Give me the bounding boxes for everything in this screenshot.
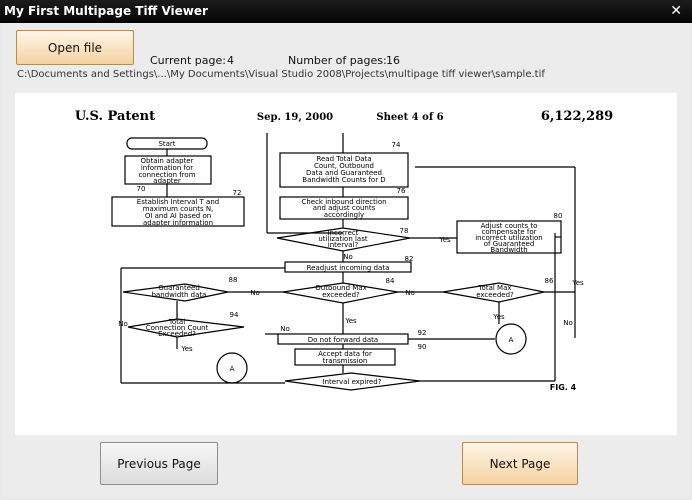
read-line-2: Count, Outbound	[314, 162, 374, 170]
adjust-line-3: incorrect utilization	[475, 234, 543, 242]
number-of-pages-label: Number of pages:	[288, 54, 387, 67]
ref-84: 84	[386, 277, 395, 285]
accept-line-2: transmission	[323, 357, 368, 365]
ref-72: 72	[233, 189, 242, 197]
total-line-1: Total Max	[477, 284, 511, 292]
check-line-3: accordingly	[324, 211, 364, 219]
connector-a-right-label: A	[509, 336, 514, 344]
ref-70: 70	[137, 185, 146, 193]
no-label-outbound: No	[405, 289, 415, 297]
ref-82: 82	[405, 255, 414, 263]
ref-76: 76	[397, 187, 406, 195]
read-node	[279, 152, 409, 188]
tiff-image-viewer[interactable]: U.S. Patent Sep. 19, 2000 Sheet 4 of 6 6…	[15, 93, 677, 435]
no-label-connection: No	[118, 320, 128, 328]
read-line-4: Bandwidth Counts for D	[302, 176, 385, 184]
ref-88: 88	[229, 276, 238, 284]
read-line-1: Read Total Data	[316, 155, 371, 163]
outbound-line-2: exceeded?	[322, 291, 360, 299]
current-page-label: Current page:	[150, 54, 226, 67]
ref-78: 78	[400, 227, 409, 235]
obtain-node	[124, 155, 212, 185]
connector-a-left-label: A	[230, 365, 235, 373]
total-connection-line-2: Connection Count	[146, 324, 209, 332]
check-line-1: Check inbound direction	[301, 198, 386, 206]
do-not-forward-text: Do not forward data	[308, 336, 378, 344]
obtain-line-1: Obtain adapter	[141, 157, 194, 165]
readjust-node	[284, 261, 412, 273]
incorrect-line-1: Incorrect	[327, 229, 358, 237]
establish-line-4: adapter information	[143, 219, 213, 227]
incorrect-line-2: utilization last	[318, 235, 367, 243]
outbound-line-1: Outbound Max	[315, 284, 366, 292]
check-node	[279, 196, 409, 220]
ref-90: 90	[418, 343, 427, 351]
interval-decision	[284, 372, 421, 391]
patent-header-left: U.S. Patent	[75, 109, 155, 124]
total-line-2: exceeded?	[476, 291, 514, 299]
close-icon[interactable]: ✕	[670, 3, 682, 19]
establish-line-1: Establish Interval T and	[137, 198, 219, 206]
adjust-line-2: compensate for	[482, 228, 537, 236]
no-label-guaranteed: No	[250, 289, 260, 297]
yes-label-right: Yes	[571, 279, 584, 287]
readjust-text: Readjust incoming data	[307, 264, 390, 272]
title-bar[interactable]: My First Multipage Tiff Viewer ✕	[0, 0, 692, 23]
establish-line-3: OI and AI based on	[145, 212, 211, 220]
yes-label-total: Yes	[492, 313, 505, 321]
interval-text: Interval expired?	[323, 378, 382, 386]
establish-line-2: maximum counts N,	[143, 205, 214, 213]
check-line-2: and adjust counts	[313, 204, 376, 212]
guaranteed-line-1: Guaranteed	[158, 284, 200, 292]
yes-label-connection: Yes	[180, 345, 193, 353]
obtain-line-2: information for	[141, 164, 193, 172]
ref-86: 86	[545, 277, 554, 285]
next-page-button[interactable]: Next Page	[462, 442, 578, 485]
patent-header-date: Sep. 19, 2000	[257, 112, 333, 123]
open-file-button[interactable]: Open file	[16, 30, 134, 65]
guaranteed-line-2: bandwidth data	[152, 291, 207, 299]
yes-label-incorrect: Yes	[438, 236, 451, 244]
incorrect-line-3: interval?	[328, 241, 359, 249]
window-client-area: Open file Current page: 4 Number of page…	[3, 23, 689, 497]
ref-80: 80	[554, 212, 563, 220]
accept-node	[294, 348, 396, 366]
current-page-value: 4	[227, 54, 234, 67]
guaranteed-decision	[122, 283, 229, 302]
patent-header-number: 6,122,289	[541, 109, 613, 124]
accept-line-1: Accept data for	[318, 350, 372, 358]
no-label-do-not: No	[280, 325, 290, 333]
establish-node	[111, 196, 245, 227]
adjust-line-4: of Guaranteed	[484, 240, 535, 248]
obtain-line-4: adapter	[153, 177, 181, 185]
adjust-line-5: Bandwidth	[490, 246, 527, 254]
total-connection-line-1: Total	[168, 318, 185, 326]
total-connection-line-3: Exceeded?	[158, 330, 196, 338]
patent-header-sheet: Sheet 4 of 6	[376, 112, 443, 123]
figure-label: FIG. 4	[550, 383, 577, 392]
no-label-right: No	[563, 319, 573, 327]
connector-a-right	[495, 323, 527, 355]
previous-page-button[interactable]: Previous Page	[100, 442, 218, 485]
yes-label-outbound: Yes	[344, 317, 357, 325]
ref-74: 74	[392, 141, 401, 149]
ref-94: 94	[230, 311, 239, 319]
start-text: Start	[158, 140, 175, 148]
obtain-line-3: connection from	[138, 171, 195, 179]
number-of-pages-value: 16	[386, 54, 400, 67]
file-path: C:\Documents and Settings\...\My Documen…	[17, 69, 545, 80]
window-title: My First Multipage Tiff Viewer	[4, 4, 208, 18]
no-label-incorrect: No	[343, 253, 353, 261]
ref-92: 92	[418, 329, 427, 337]
adjust-line-1: Adjust counts to	[481, 222, 538, 230]
patent-drawing-image: U.S. Patent Sep. 19, 2000 Sheet 4 of 6 6…	[75, 109, 613, 392]
read-line-3: Data and Guaranteed	[306, 169, 382, 177]
